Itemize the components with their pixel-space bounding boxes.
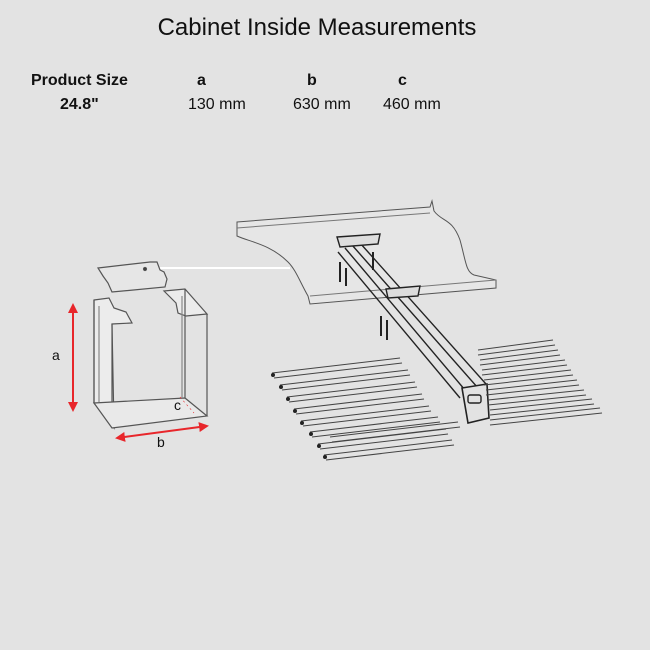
dimension-label-a: a bbox=[52, 347, 60, 363]
cabinet-top-panel-icon bbox=[236, 199, 497, 305]
hanger-bars-icon bbox=[271, 339, 603, 461]
dimension-label-c: c bbox=[174, 397, 181, 413]
spec-value-a: 130 mm bbox=[188, 96, 246, 113]
page-title: Cabinet Inside Measurements bbox=[157, 14, 477, 41]
spec-value-product-size: 24.8" bbox=[60, 96, 99, 113]
spec-header-c: c bbox=[398, 72, 407, 89]
spec-value-b: 630 mm bbox=[293, 96, 351, 113]
spec-value-c: 460 mm bbox=[383, 96, 441, 113]
spec-header-product-size: Product Size bbox=[31, 72, 128, 89]
pull-out-rail-icon bbox=[336, 233, 490, 424]
dimension-label-b: b bbox=[157, 434, 165, 450]
cabinet-box-icon bbox=[92, 261, 209, 430]
spec-header-b: b bbox=[307, 72, 317, 89]
spec-header-a: a bbox=[197, 72, 206, 89]
dimension-b-arrow bbox=[115, 422, 209, 442]
